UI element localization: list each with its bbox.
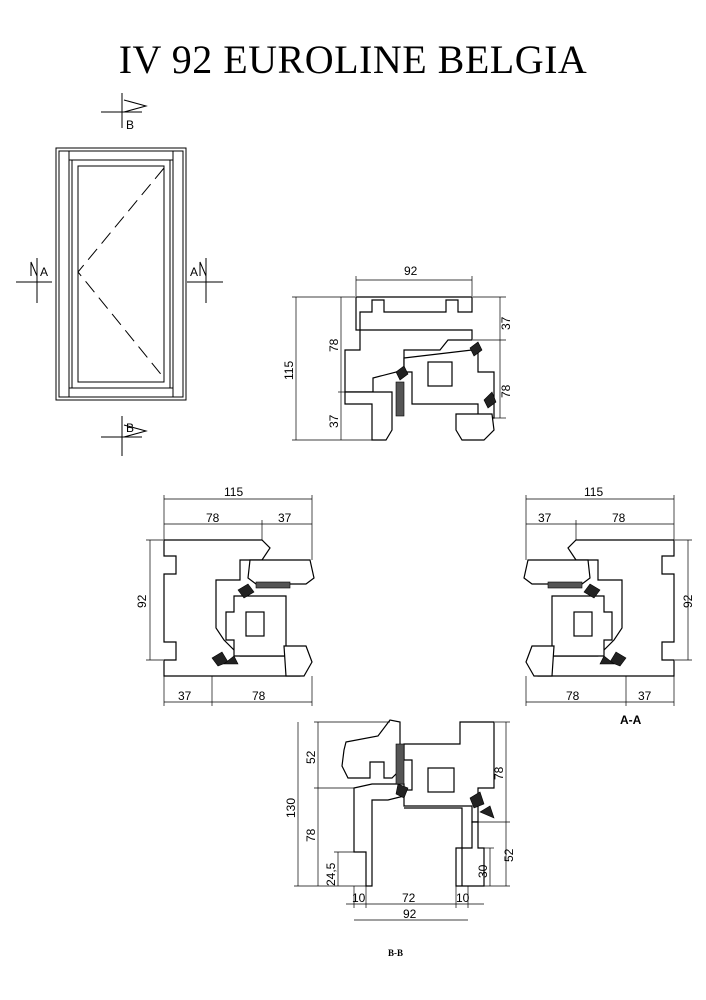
page-title: IV 92 EUROLINE BELGIA	[118, 37, 588, 82]
marker-b-label: B	[126, 118, 134, 132]
window-elevation	[55, 147, 187, 401]
dim-bottom-w-total: 92	[403, 907, 417, 921]
dim-right-height: 92	[681, 594, 695, 608]
dim-bottom-total: 130	[284, 798, 298, 818]
dim-top-height-total: 115	[282, 361, 296, 380]
dim-right-bottom-b: 37	[638, 689, 652, 703]
section-marker-a-left: A	[16, 258, 52, 303]
section-bottom: 52 130 78 24,5 78 52 30 10	[284, 719, 516, 958]
caption-aa: A-A	[620, 713, 642, 727]
dim-bottom-mid-left: 78	[304, 828, 318, 842]
dim-left-top-a: 78	[206, 511, 220, 525]
section-left: 115 78 37 92 37 78	[135, 485, 315, 706]
dim-right-bottom-a: 78	[566, 689, 580, 703]
section-marker-a-right: A	[187, 258, 223, 303]
dim-bottom-upper-right: 78	[492, 766, 506, 780]
marker-b-label: B	[126, 421, 134, 435]
dim-bottom-w-mid: 72	[402, 891, 416, 905]
dim-top-lower-right: 78	[499, 384, 513, 398]
caption-bb: B-B	[388, 948, 403, 958]
section-marker-b-top: B	[101, 93, 148, 132]
dim-left-top-b: 37	[278, 511, 292, 525]
dim-top-lower-left: 37	[327, 414, 341, 428]
marker-a-label: A	[190, 265, 198, 279]
dim-top-upper-left: 78	[327, 338, 341, 352]
dim-top-upper-right: 37	[499, 316, 513, 330]
dim-left-total: 115	[224, 485, 243, 499]
dim-left-height: 92	[135, 594, 149, 608]
dim-top-width: 92	[404, 264, 418, 278]
dim-right-top-a: 37	[538, 511, 552, 525]
section-marker-b-bottom: B	[101, 416, 148, 456]
dim-bottom-lower-left: 24,5	[324, 862, 338, 886]
dim-right-top-b: 78	[612, 511, 626, 525]
dim-bottom-upper-left: 52	[304, 750, 318, 764]
dim-bottom-lower-right-b: 30	[476, 864, 490, 878]
section-top: 92 115 78 37 37 78	[282, 264, 513, 441]
dim-bottom-w-right: 10	[456, 891, 470, 905]
marker-a-label: A	[40, 265, 48, 279]
dim-right-total: 115	[584, 485, 603, 499]
dim-left-bottom-b: 78	[252, 689, 266, 703]
dim-left-bottom-a: 37	[178, 689, 192, 703]
dim-bottom-w-left: 10	[352, 891, 366, 905]
dim-bottom-lower-right-a: 52	[502, 848, 516, 862]
section-right	[523, 495, 692, 706]
section-right-dimensions: 115 37 78 92 78 37 A-A	[538, 485, 695, 727]
